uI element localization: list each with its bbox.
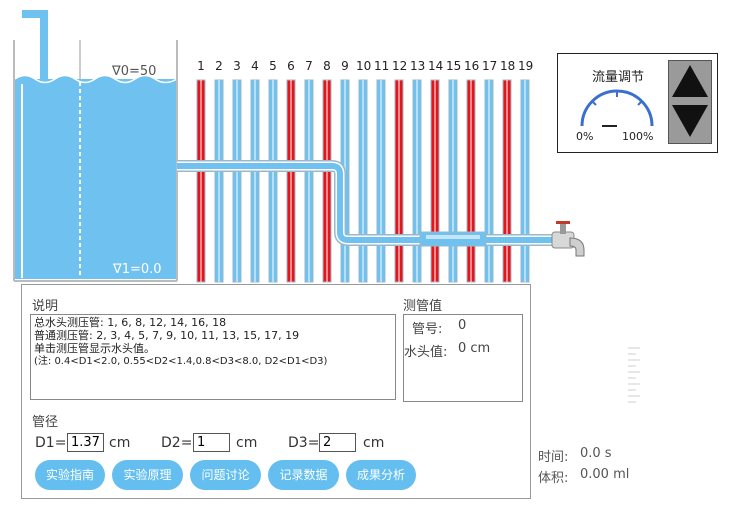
tube-number-15: 15 [446,59,462,73]
principle-button[interactable]: 实验原理 [112,460,183,490]
d2-unit: cm [236,435,258,451]
apparatus-scene [13,10,585,283]
tube-number-10: 10 [356,59,372,73]
tube-highlight [362,80,364,282]
info-panel: 说明 测管值 总水头测压管: 1, 6, 8, 12, 14, 16, 18 普… [21,284,531,499]
guide-button[interactable]: 实验指南 [35,460,105,490]
d3-input[interactable] [319,433,356,452]
tube-highlight [326,80,328,282]
tube-number-12: 12 [392,59,408,73]
tube-number-4: 4 [251,59,259,73]
tube-highlight [272,80,274,282]
lower-level-label: ∇1=0.0 [113,262,162,277]
time-value: 0.0 s [580,446,612,461]
tube-highlight [218,80,220,282]
tube-highlight [416,80,418,282]
description-line: 普通测压管: 2, 3, 4, 5, 7, 9, 10, 11, 13, 15,… [34,329,300,342]
tube-number-9: 9 [341,59,349,73]
d1-label: D1= [35,435,67,451]
tube-number-11: 11 [374,59,390,73]
tube-number-14: 14 [428,59,444,73]
d2-label: D2= [161,435,193,451]
tube-number-1: 1 [197,59,205,73]
upper-level-label: ∇0=50 [112,64,157,79]
head-label: 水头值: [404,345,448,360]
tube-highlight [434,80,436,282]
tube-highlight [308,80,310,282]
description-line: 单击测压管显示水头值。 [34,342,155,355]
tube-no-value: 0 [458,318,467,333]
volume-label: 体积: [538,471,569,486]
description-note: (注: 0.4<D1<2.0, 0.55<D2<1.4,0.8<D3<8.0, … [34,356,328,367]
record-data-button[interactable]: 记录数据 [268,460,339,490]
tube-highlight [470,80,472,282]
gauge-min-label: 0% [576,130,594,143]
tube-highlight [380,80,382,282]
tube-highlight [290,80,292,282]
description-box: 总水头测压管: 1, 6, 8, 12, 14, 16, 18 普通测压管: 2… [30,314,396,400]
tube-highlight [254,80,256,282]
flow-gauge-icon [580,89,654,127]
triangle-down-icon[interactable] [672,105,708,137]
tube-number-8: 8 [323,59,331,73]
result-analysis-button[interactable]: 成果分析 [346,460,416,490]
d2-input[interactable] [193,433,230,452]
tube-number-5: 5 [269,59,277,73]
head-value: 0 cm [458,341,491,356]
tube-number-3: 3 [233,59,241,73]
flow-control-panel: 流量调节 0% 100% [557,53,718,153]
tube-highlight [452,80,454,282]
tube-highlight [200,80,202,282]
beaker-scale [628,347,640,403]
tube-highlight [506,80,508,282]
d1-input[interactable] [67,433,104,452]
time-label: 时间: [538,450,569,465]
volume-value: 0.00 ml [580,467,630,482]
discussion-button[interactable]: 问题讨论 [190,460,261,490]
tube-number-7: 7 [305,59,313,73]
water-tank [13,40,178,282]
tube-number-2: 2 [215,59,223,73]
tube-number-16: 16 [464,59,480,73]
tube-highlight [488,80,490,282]
tube-number-18: 18 [500,59,516,73]
piezometer-tubes[interactable] [196,79,530,283]
reading-box: 管号: 0 水头值: 0 cm [403,314,523,402]
triangle-up-icon[interactable] [672,65,708,97]
tube-number-19: 19 [518,59,534,73]
d3-label: D3= [288,435,320,451]
description-line: 总水头测压管: 1, 6, 8, 12, 14, 16, 18 [34,316,227,329]
flow-control-title: 流量调节 [592,70,645,85]
inflow-pipe [22,10,48,88]
tube-number-6: 6 [287,59,295,73]
tube-no-label: 管号: [412,322,443,337]
diameter-title: 管径 [32,415,59,430]
tube-highlight [398,80,400,282]
faucet-icon[interactable] [551,221,585,257]
reading-title: 测管值 [403,299,443,314]
flow-stepper [668,60,712,144]
tube-number-17: 17 [482,59,498,73]
main-pipe [177,160,560,247]
d3-unit: cm [363,435,385,451]
d1-unit: cm [109,435,131,451]
tube-highlight [236,80,238,282]
description-title: 说明 [32,299,59,314]
tube-highlight [524,80,526,282]
gauge-max-label: 100% [622,130,654,143]
tube-number-13: 13 [410,59,426,73]
